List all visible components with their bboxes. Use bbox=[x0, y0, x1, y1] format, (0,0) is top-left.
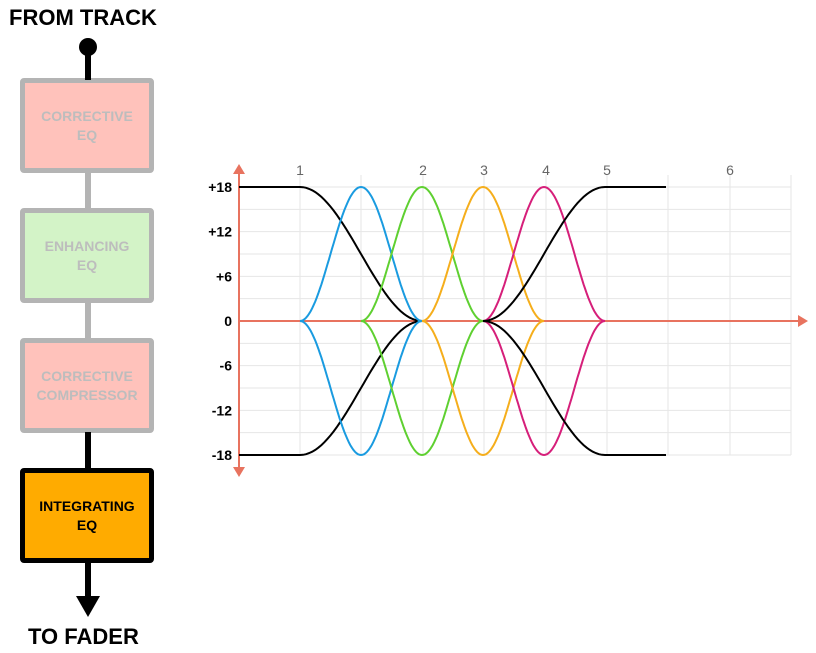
y-tick-label: +18 bbox=[208, 179, 232, 195]
corrective-eq-label: CORRECTIVE EQ bbox=[41, 107, 133, 143]
curve-3-cut bbox=[360, 320, 484, 457]
x-tick-label: 3 bbox=[480, 162, 488, 178]
curve-5-cut bbox=[482, 320, 606, 457]
enhancing-eq-block: ENHANCING EQ bbox=[20, 208, 154, 303]
y-tick-label: -18 bbox=[212, 447, 232, 463]
x-axis-arrow bbox=[798, 315, 808, 327]
integrating-eq-label: INTEGRATING EQ bbox=[39, 497, 135, 533]
output-arrow bbox=[76, 596, 100, 617]
y-tick-label: +6 bbox=[216, 268, 232, 284]
y-tick-label: 0 bbox=[224, 313, 232, 329]
y-axis-arrow-up bbox=[233, 164, 245, 174]
curve-3-boost bbox=[360, 185, 484, 322]
corrective-compressor-block: CORRECTIVE COMPRESSOR bbox=[20, 338, 154, 433]
corrective-eq-block: CORRECTIVE EQ bbox=[20, 78, 154, 173]
curve-5-boost bbox=[482, 185, 606, 322]
x-tick-label: 4 bbox=[542, 162, 550, 178]
x-tick-label: 6 bbox=[726, 162, 734, 178]
curve-6-boost bbox=[482, 186, 666, 322]
enhancing-eq-label: ENHANCING EQ bbox=[44, 237, 130, 273]
chart-grid bbox=[239, 175, 792, 456]
chart-axes bbox=[233, 164, 808, 477]
curve-2-boost bbox=[299, 185, 423, 322]
corrective-compressor-label: CORRECTIVE COMPRESSOR bbox=[36, 367, 138, 403]
x-tick-label: 5 bbox=[603, 162, 611, 178]
y-tick-label: -12 bbox=[212, 402, 232, 418]
chart-series bbox=[239, 185, 666, 457]
x-tick-label: 1 bbox=[296, 162, 304, 178]
chart-labels: +18 +12 +6 0 -6 -12 -18 1 2 3 4 5 6 bbox=[208, 162, 734, 463]
y-tick-label: +12 bbox=[208, 224, 232, 240]
to-fader-label: TO FADER bbox=[28, 624, 139, 649]
x-tick-label: 2 bbox=[419, 162, 427, 178]
y-tick-label: -6 bbox=[220, 358, 233, 374]
y-axis-arrow-down bbox=[233, 467, 245, 477]
curve-6-cut bbox=[482, 320, 666, 456]
from-track-label: FROM TRACK bbox=[9, 5, 157, 30]
integrating-eq-block: INTEGRATING EQ bbox=[20, 468, 154, 563]
curve-2-cut bbox=[299, 320, 423, 457]
